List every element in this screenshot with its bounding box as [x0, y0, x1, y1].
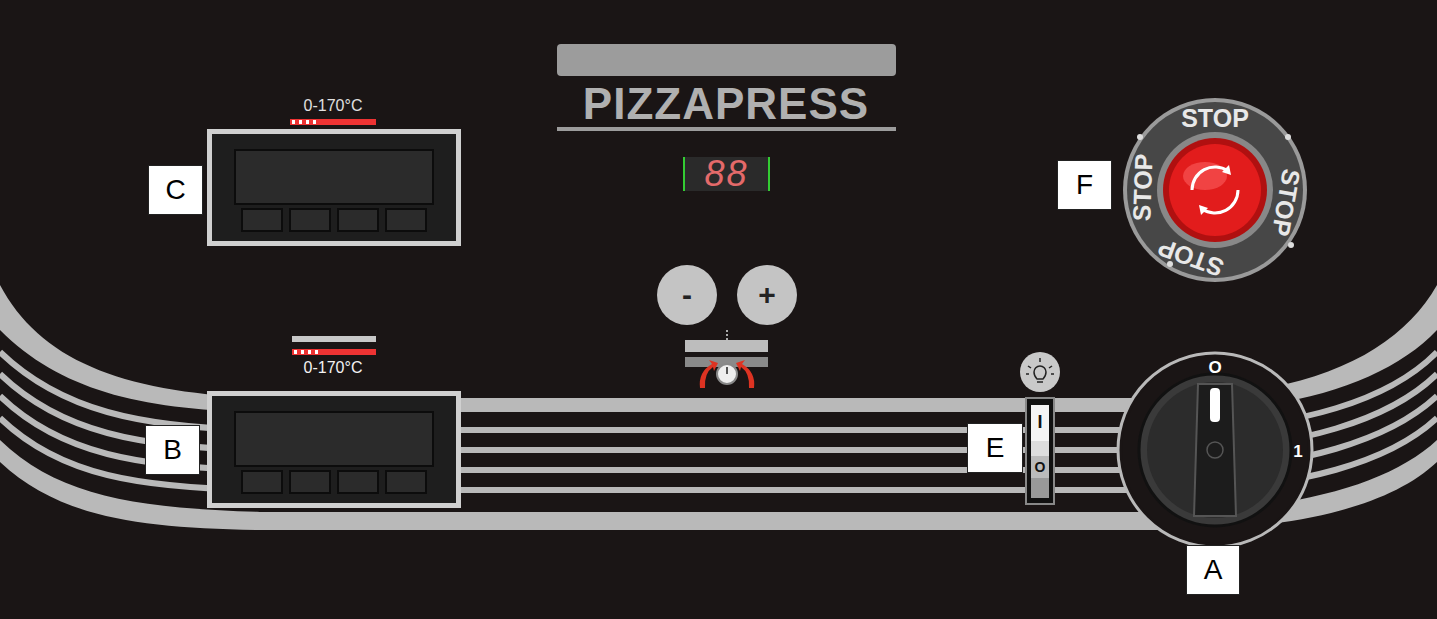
- brand-logo: PIZZAPRESS: [583, 79, 869, 129]
- plus-button: +: [737, 265, 797, 325]
- node-text: -: [682, 278, 692, 312]
- node-text: +: [758, 278, 776, 312]
- node-text: A: [1204, 554, 1223, 586]
- callout-letter: A: [1186, 545, 1240, 595]
- node-text: 88: [704, 153, 748, 195]
- callout-letter: B: [145, 425, 200, 475]
- dial-position: 1: [1293, 442, 1302, 462]
- callout-letter: E: [967, 423, 1023, 473]
- timer-display: 88: [683, 157, 770, 191]
- dial-position: O: [1208, 358, 1221, 378]
- temperature-range: 0-170°C: [304, 97, 363, 115]
- node-text: F: [1076, 169, 1093, 201]
- temperature-range: 0-170°C: [304, 359, 363, 377]
- switch-position: I: [1037, 412, 1042, 433]
- callout-letter: F: [1057, 160, 1112, 210]
- callout-letter: C: [148, 165, 203, 215]
- switch-position: O: [1035, 459, 1046, 475]
- stop-text: STOP: [1181, 104, 1249, 133]
- node-text: E: [986, 432, 1005, 464]
- node-text: C: [165, 174, 185, 206]
- stop-text: STOP: [1127, 153, 1158, 222]
- minus-button: -: [657, 265, 717, 325]
- node-text: B: [163, 434, 182, 466]
